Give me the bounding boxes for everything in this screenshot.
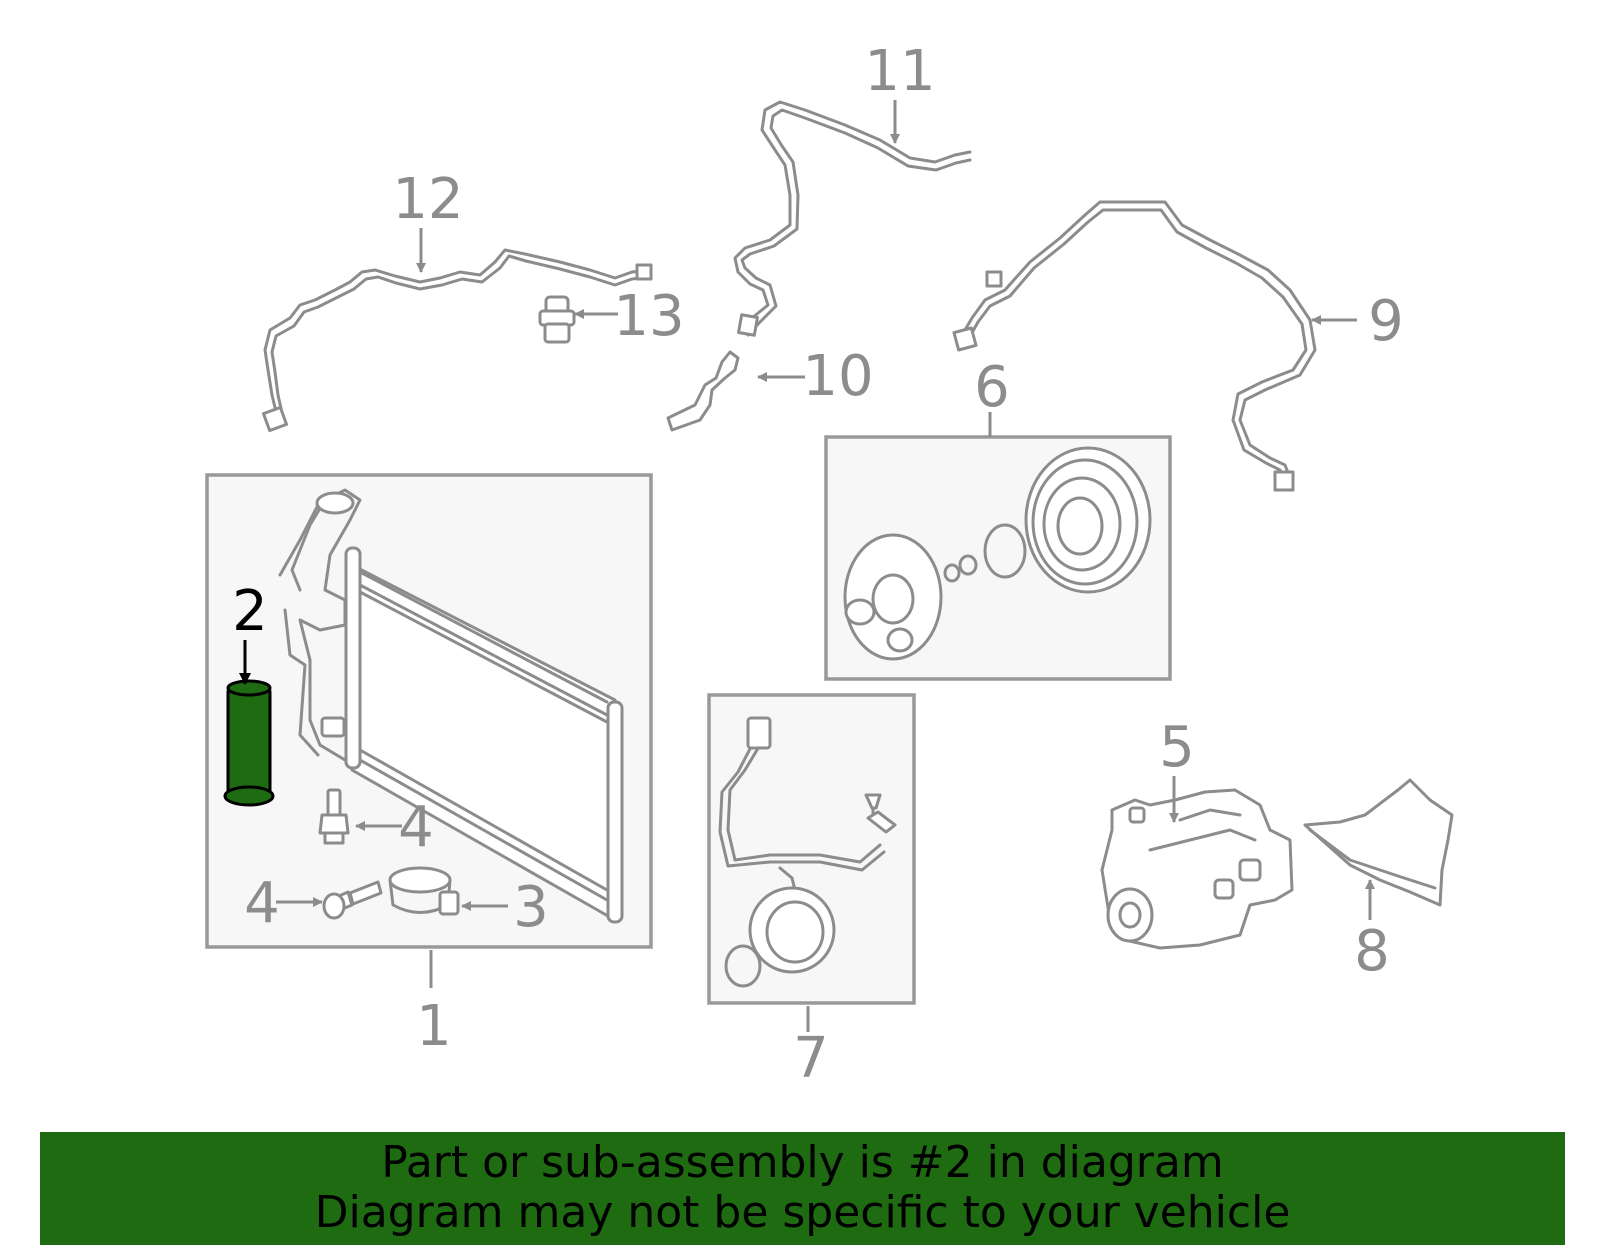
callout-6: 6 — [974, 355, 1010, 420]
bolt-4-lower — [322, 880, 383, 920]
clutch-plate — [843, 533, 943, 661]
hose-11-line — [733, 100, 972, 337]
leader-lines — [239, 100, 1375, 1032]
clamp-3 — [388, 866, 460, 916]
banner-line-disclaimer: Diagram may not be specific to your vehi… — [314, 1187, 1291, 1238]
bracket-10 — [666, 350, 740, 432]
pressure-switch-13 — [538, 295, 576, 344]
callout-7: 7 — [793, 1026, 829, 1091]
callout-12: 12 — [392, 167, 463, 232]
info-banner: Part or sub-assembly is #2 in diagram Di… — [40, 1132, 1565, 1245]
callout-4b: 4 — [244, 871, 280, 936]
callout-9: 9 — [1368, 289, 1404, 354]
field-coil — [748, 886, 836, 974]
snap-ring — [983, 523, 1027, 579]
callout-3: 3 — [513, 875, 549, 940]
callout-labels: 1 2 3 4 4 5 6 7 8 9 10 11 12 13 — [232, 39, 1404, 1091]
coil-assembly-box — [707, 693, 916, 1005]
compressor-5 — [1100, 788, 1294, 950]
banner-line-part: Part or sub-assembly is #2 in diagram — [381, 1137, 1224, 1188]
callout-8: 8 — [1354, 919, 1390, 984]
receiver-drier-2 — [223, 679, 275, 807]
callout-13: 13 — [613, 284, 684, 349]
callout-2: 2 — [232, 579, 268, 644]
callout-4a: 4 — [398, 795, 434, 860]
receiver-drier-body — [226, 686, 272, 798]
heat-shield-8 — [1303, 778, 1454, 907]
hose-12-line — [261, 248, 653, 433]
clutch-assembly-box — [824, 435, 1172, 681]
bolt-4-upper — [318, 788, 350, 845]
pulley — [1024, 446, 1152, 594]
coil-snap-ring — [724, 944, 762, 988]
callout-11: 11 — [864, 39, 935, 104]
hose-9-line — [952, 200, 1317, 492]
callout-5: 5 — [1159, 715, 1195, 780]
callout-10: 10 — [802, 344, 873, 409]
condenser-assembly-box — [205, 473, 653, 949]
callout-1: 1 — [416, 994, 452, 1059]
